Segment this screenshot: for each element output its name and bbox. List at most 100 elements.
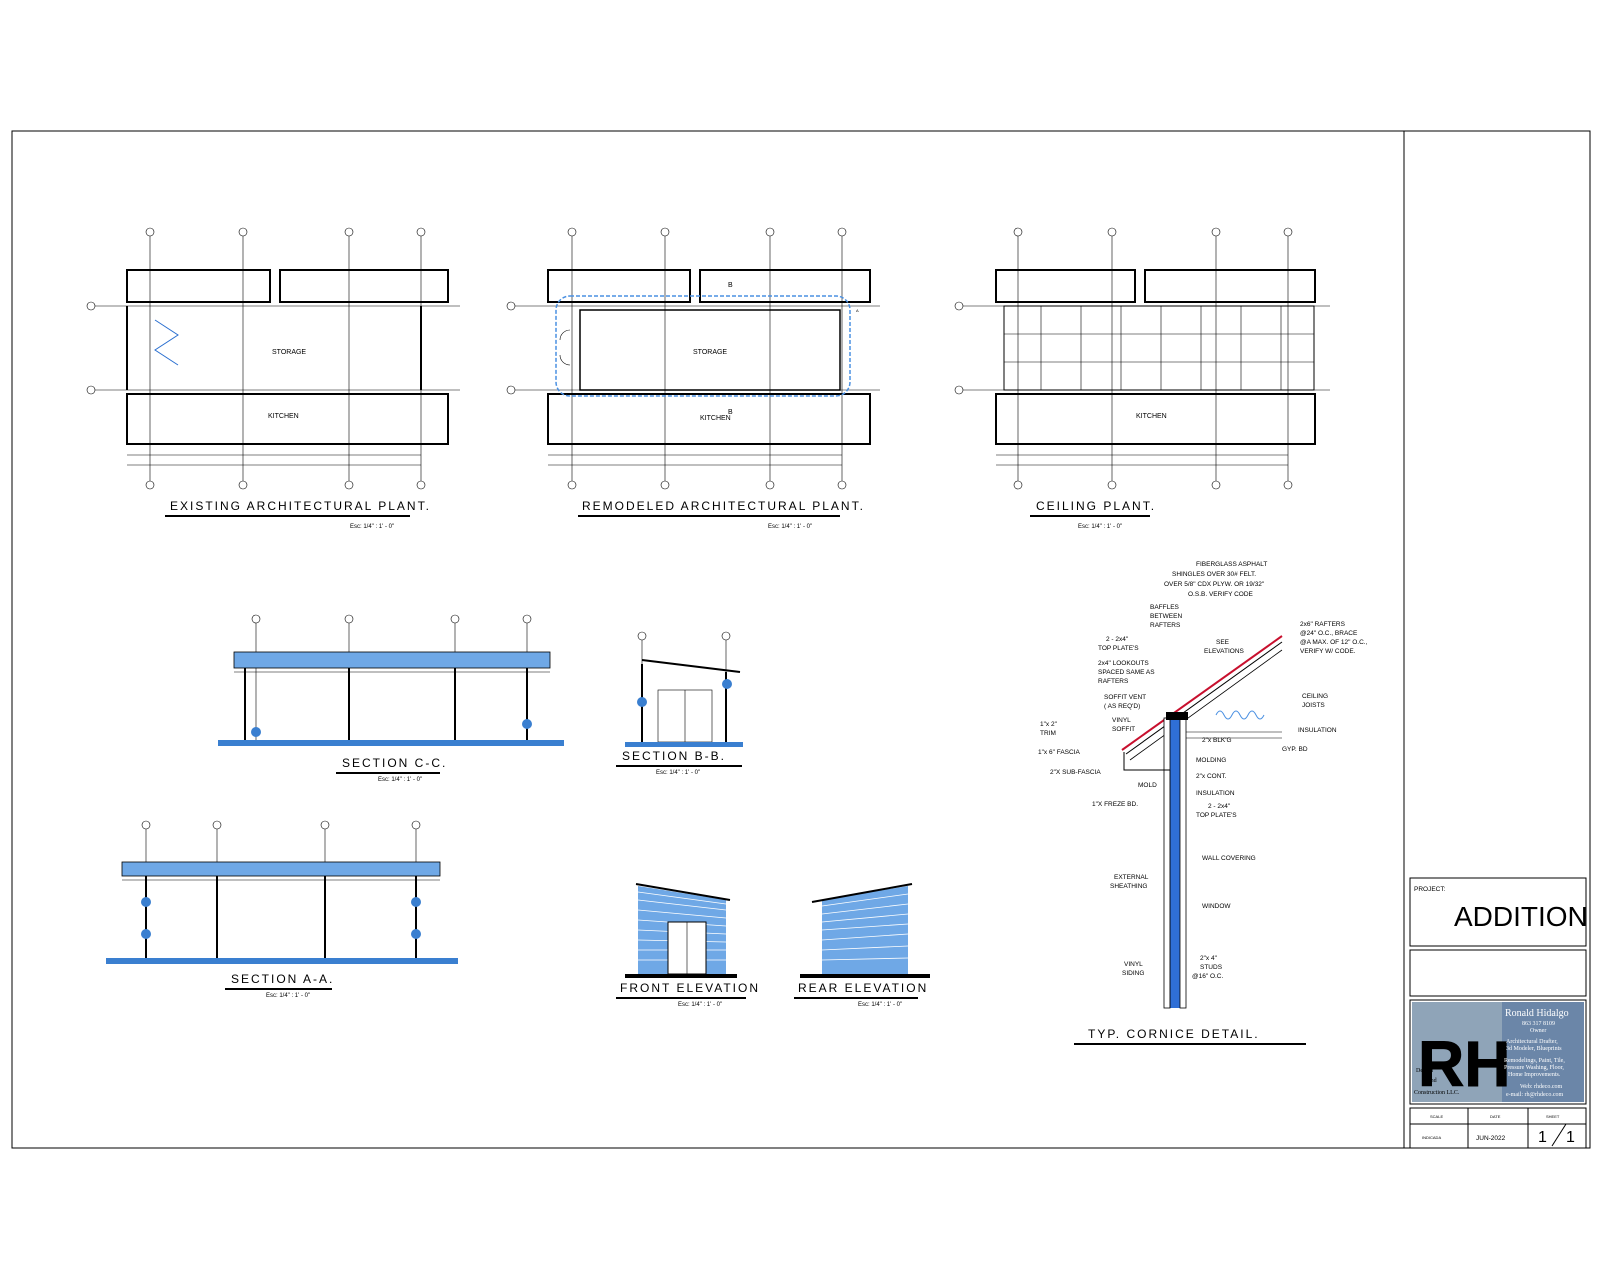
svg-text:2"x 4": 2"x 4": [1200, 955, 1218, 962]
svg-text:3d Modeler, Blueprints: 3d Modeler, Blueprints: [1506, 1046, 1562, 1052]
sheet-number: 1: [1538, 1129, 1547, 1146]
scale-value: INDICADA: [1422, 1135, 1441, 1140]
svg-text:ELEVATIONS: ELEVATIONS: [1204, 648, 1245, 655]
cornice-detail-drawing: [1121, 635, 1283, 1009]
scale-label: SCALE: [1430, 1114, 1443, 1119]
svg-text:Web: rhdeco.com: Web: rhdeco.com: [1520, 1084, 1563, 1090]
svg-text:1"x 6" FASCIA: 1"x 6" FASCIA: [1038, 749, 1080, 756]
svg-text:2"x BLK'G: 2"x BLK'G: [1202, 737, 1232, 744]
svg-text:INSULATION: INSULATION: [1196, 790, 1235, 797]
existing-plan-title: EXISTING ARCHITECTURAL PLANT.: [170, 499, 431, 513]
svg-text:SEE: SEE: [1216, 639, 1230, 646]
svg-text:SHEATHING: SHEATHING: [1110, 883, 1147, 890]
title-block: [1409, 877, 1587, 1149]
svg-text:2x4" LOOKOUTS: 2x4" LOOKOUTS: [1098, 660, 1149, 667]
section-aa-drawing: [106, 820, 458, 964]
remodeled-plan-title: REMODELED ARCHITECTURAL PLANT.: [582, 499, 865, 513]
sheet-total: 1: [1566, 1129, 1575, 1146]
section-cc-scale: Esc: 1/4" : 1' - 0": [378, 777, 422, 783]
svg-text:@24" O.C., BRACE: @24" O.C., BRACE: [1300, 630, 1358, 637]
rear-elevation-drawing: [800, 883, 930, 978]
remodeled-plan: [506, 227, 880, 490]
existing-kitchen-label: KITCHEN: [268, 413, 299, 420]
front-elevation-title: FRONT ELEVATION: [620, 981, 760, 995]
rear-elevation-scale: Esc: 1/4" : 1' - 0": [858, 1002, 902, 1008]
svg-text:863 317 8109: 863 317 8109: [1522, 1021, 1555, 1027]
svg-text:WALL COVERING: WALL COVERING: [1202, 855, 1256, 862]
svg-text:VINYL: VINYL: [1112, 717, 1131, 724]
ceiling-plan-scale: Esc: 1/4" : 1' - 0": [1078, 524, 1122, 530]
svg-text:Remodelings, Paint, Tile,: Remodelings, Paint, Tile,: [1504, 1058, 1565, 1064]
svg-text:SIDING: SIDING: [1122, 970, 1144, 977]
cornice-labels: FIBERGLASS ASPHALT SHINGLES OVER 30# FEL…: [1038, 561, 1368, 980]
project-label: PROJECT:: [1414, 886, 1446, 893]
svg-text:@16" O.C.: @16" O.C.: [1192, 973, 1223, 980]
svg-text:CEILING: CEILING: [1302, 693, 1328, 700]
section-bb-scale: Esc: 1/4" : 1' - 0": [656, 770, 700, 776]
section-cc-title: SECTION C-C.: [342, 756, 447, 770]
svg-text:SHINGLES OVER 30# FELT.: SHINGLES OVER 30# FELT.: [1172, 571, 1256, 578]
svg-text:Home Improvements.: Home Improvements.: [1508, 1072, 1561, 1078]
ceiling-kitchen-label: KITCHEN: [1136, 413, 1167, 420]
svg-text:TOP PLATE'S: TOP PLATE'S: [1196, 812, 1237, 819]
svg-text:Design: Design: [1416, 1068, 1433, 1074]
svg-text:BETWEEN: BETWEEN: [1150, 613, 1182, 620]
remodeled-section-mark-b2: B: [728, 409, 733, 416]
cornice-detail-title: TYP. CORNICE DETAIL.: [1088, 1027, 1260, 1041]
remodeled-section-mark-b: B: [728, 282, 733, 289]
svg-text:RAFTERS: RAFTERS: [1150, 622, 1181, 629]
svg-text:@A MAX. OF 12" O.C.,: @A MAX. OF 12" O.C.,: [1300, 639, 1368, 646]
svg-text:O.S.B. VERIFY CODE: O.S.B. VERIFY CODE: [1188, 591, 1254, 598]
remodeled-plan-scale: Esc: 1/4" : 1' - 0": [768, 524, 812, 530]
svg-text:SOFFIT VENT: SOFFIT VENT: [1104, 694, 1146, 701]
svg-text:2 - 2x4": 2 - 2x4": [1208, 803, 1231, 810]
date-label: DATE: [1490, 1114, 1501, 1119]
svg-text:INSULATION: INSULATION: [1298, 727, 1337, 734]
svg-text:OVER 5/8" CDX PLYW. OR 19/32": OVER 5/8" CDX PLYW. OR 19/32": [1164, 581, 1265, 588]
svg-text:1"X FREZE BD.: 1"X FREZE BD.: [1092, 801, 1138, 808]
existing-storage-label: STORAGE: [272, 349, 306, 356]
project-name: ADDITION: [1454, 901, 1588, 932]
svg-text:JOISTS: JOISTS: [1302, 702, 1325, 709]
svg-text:SPACED SAME AS: SPACED SAME AS: [1098, 669, 1155, 676]
owner-name: Ronald Hidalgo: [1505, 1008, 1569, 1019]
sheet-label: SHEET: [1546, 1114, 1560, 1119]
svg-text:2"X SUB-FASCIA: 2"X SUB-FASCIA: [1050, 769, 1101, 776]
svg-text:2"x CONT.: 2"x CONT.: [1196, 773, 1227, 780]
remodeled-kitchen-label: KITCHEN: [700, 415, 731, 422]
date-value: JUN-2022: [1476, 1135, 1506, 1142]
section-cc-drawing: [218, 614, 564, 746]
svg-text:WINDOW: WINDOW: [1202, 903, 1231, 910]
front-elevation-drawing: [625, 883, 737, 978]
remodeled-section-mark-a: A: [856, 308, 859, 313]
rear-elevation-title: REAR ELEVATION: [798, 981, 928, 995]
svg-text:FIBERGLASS ASPHALT: FIBERGLASS ASPHALT: [1196, 561, 1267, 568]
svg-text:e-mail: rh@rhdeco.com: e-mail: rh@rhdeco.com: [1506, 1092, 1564, 1098]
existing-plan: [86, 227, 460, 490]
svg-text:VERIFY W/ CODE.: VERIFY W/ CODE.: [1300, 648, 1356, 655]
section-aa-title: SECTION A-A.: [231, 972, 334, 986]
sheet-slash: [1551, 1123, 1567, 1147]
svg-text:SOFFIT: SOFFIT: [1112, 726, 1135, 733]
svg-text:Pressure Washing, Floor,: Pressure Washing, Floor,: [1504, 1065, 1564, 1071]
section-bb-title: SECTION B-B.: [622, 749, 726, 763]
svg-text:STUDS: STUDS: [1200, 964, 1223, 971]
svg-text:MOLDING: MOLDING: [1196, 757, 1226, 764]
svg-text:Architectural Drafter,: Architectural Drafter,: [1506, 1038, 1558, 1045]
svg-text:and: and: [1428, 1078, 1437, 1084]
svg-text:Owner: Owner: [1530, 1028, 1546, 1034]
svg-text:2 - 2x4": 2 - 2x4": [1106, 636, 1129, 643]
logo-letters: RH: [1418, 1028, 1510, 1100]
svg-text:TOP PLATE'S: TOP PLATE'S: [1098, 645, 1139, 652]
ceiling-plan: [954, 227, 1330, 490]
svg-text:VINYL: VINYL: [1124, 961, 1143, 968]
sheet-border: [11, 130, 1591, 1149]
svg-text:Construction LLC.: Construction LLC.: [1414, 1090, 1460, 1096]
svg-text:TRIM: TRIM: [1040, 730, 1056, 737]
front-elevation-scale: Esc: 1/4" : 1' - 0": [678, 1002, 722, 1008]
ceiling-plan-title: CEILING PLANT.: [1036, 499, 1156, 513]
svg-text:GYP. BD: GYP. BD: [1282, 746, 1308, 753]
company-logo: RH Design and Construction LLC. Ronald H…: [1412, 1002, 1584, 1102]
svg-text:BAFFLES: BAFFLES: [1150, 604, 1180, 611]
